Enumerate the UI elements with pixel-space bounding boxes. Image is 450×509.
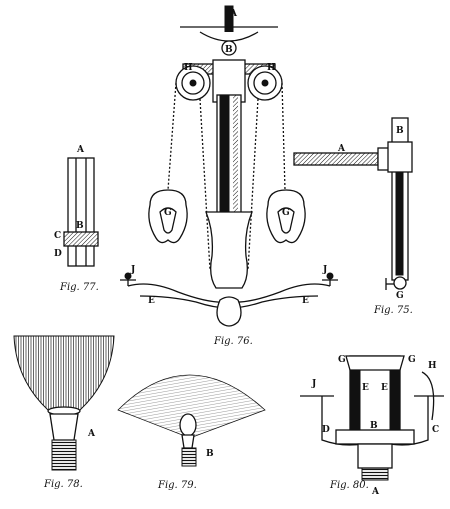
fig79-caption: Fig. 79.	[157, 480, 197, 491]
right-chain	[281, 82, 286, 191]
label-B-75: B	[396, 126, 404, 136]
label-A: A	[229, 9, 238, 19]
burner-head	[49, 413, 79, 441]
label-G-75: G	[396, 291, 404, 301]
label-A-77: A	[76, 145, 85, 155]
figure-78-batwing: A Fig. 78.	[13, 335, 115, 490]
valve	[357, 443, 393, 469]
label-G-right-80: G	[408, 355, 416, 365]
vase-body	[205, 211, 253, 289]
figure-80-section: G G J H E E D C B A Fig. 80.	[300, 355, 444, 497]
figure-75-slide: B A G Fig. 75.	[293, 117, 413, 316]
thread	[51, 439, 77, 471]
left-counterweight	[148, 189, 188, 244]
fig78-caption: Fig. 78.	[43, 479, 83, 490]
label-A-78: A	[87, 429, 96, 439]
left-chain	[167, 82, 177, 191]
label-H-left: H	[184, 63, 193, 73]
burner-tube	[67, 157, 95, 267]
figure-77-burner: A B C D Fig. 77.	[54, 145, 99, 293]
thread-79	[181, 447, 197, 467]
label-E-left-80: E	[362, 383, 369, 393]
plate-B	[335, 429, 415, 445]
fig80-caption: Fig. 80.	[329, 480, 369, 491]
flame-shape	[13, 335, 115, 411]
label-J-right: J	[322, 265, 327, 275]
label-J-left: J	[130, 265, 135, 275]
finial	[216, 296, 242, 327]
fan-flame	[117, 374, 266, 439]
fig75-caption: Fig. 75.	[373, 305, 413, 316]
label-J-80: J	[311, 379, 316, 389]
label-C-77: C	[54, 231, 61, 241]
ceiling-rose	[199, 31, 259, 42]
label-G-left: G	[164, 208, 172, 218]
figure-79-fishtail: B Fig. 79.	[117, 374, 266, 491]
label-B: B	[225, 45, 233, 55]
label-H-80: H	[428, 361, 437, 371]
label-E-right-80: E	[381, 383, 388, 393]
label-G-left-80: G	[338, 355, 346, 365]
fig76-caption: Fig. 76.	[213, 336, 253, 347]
label-A-80: A	[371, 487, 380, 497]
label-D-77: D	[54, 249, 62, 259]
label-B-77: B	[76, 221, 84, 231]
figure-76-pendant: A B H H G G J J E E Fig. 76.	[120, 5, 338, 347]
bulb	[179, 413, 197, 437]
fig77-caption: Fig. 77.	[59, 282, 99, 293]
label-A-75: A	[337, 144, 346, 154]
label-H-right: H	[267, 63, 276, 73]
label-B-80: B	[370, 421, 378, 431]
label-E-right: E	[302, 296, 309, 306]
swivel-joint	[221, 40, 237, 56]
label-G-right: G	[282, 208, 290, 218]
label-E-left: E	[148, 296, 155, 306]
cock	[393, 276, 407, 290]
label-B-79: B	[206, 449, 214, 459]
label-D-80: D	[322, 425, 330, 435]
right-counterweight	[266, 189, 306, 244]
label-C-80: C	[432, 425, 439, 435]
arm-H	[421, 371, 435, 421]
